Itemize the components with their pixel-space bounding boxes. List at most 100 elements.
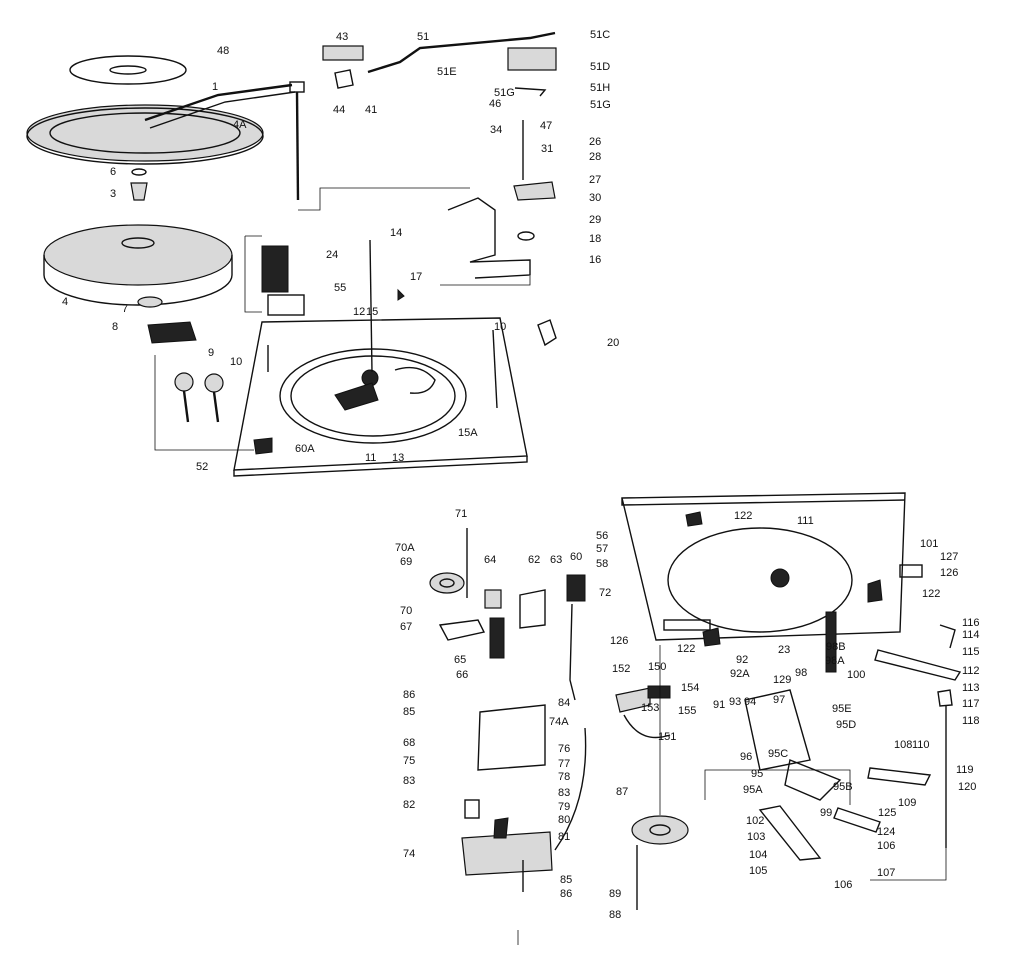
- callout-4a: 4A: [233, 119, 247, 131]
- part-122-top: [685, 511, 703, 527]
- callout-98a: 98A: [825, 655, 845, 667]
- callout-83b: 83: [558, 787, 570, 799]
- callout-117: 117: [962, 698, 980, 710]
- part-17: [397, 288, 405, 301]
- part-112-lever: [874, 649, 962, 681]
- part-4a-ribs: [49, 112, 241, 154]
- part-52-base-edge: [233, 456, 528, 477]
- part-108-lever: [867, 767, 932, 786]
- callout-16: 16: [589, 254, 601, 266]
- part-67-plate: [438, 619, 486, 641]
- callout-51g-l: 51G: [494, 87, 515, 99]
- callout-104: 104: [749, 849, 767, 861]
- callout-87: 87: [616, 786, 628, 798]
- callout-72: 72: [599, 587, 611, 599]
- callout-106b: 106: [834, 879, 852, 891]
- callout-100: 100: [847, 669, 865, 681]
- callout-151: 151: [658, 731, 676, 743]
- callout-83a: 83: [403, 775, 415, 787]
- callout-10a: 10: [230, 356, 242, 368]
- callout-65: 65: [454, 654, 466, 666]
- part-87-hub: [649, 824, 671, 836]
- callout-95c: 95C: [768, 748, 788, 760]
- part-152-switch: [615, 687, 651, 713]
- callout-79: 79: [558, 801, 570, 813]
- part-99-arm: [833, 807, 881, 833]
- callout-69: 69: [400, 556, 412, 568]
- callout-62: 62: [528, 554, 540, 566]
- callout-81: 81: [558, 831, 570, 843]
- callout-8: 8: [112, 321, 118, 333]
- callout-103: 103: [747, 831, 765, 843]
- callout-155: 155: [678, 705, 696, 717]
- callout-60: 60: [570, 551, 582, 563]
- callout-95a: 95A: [743, 784, 763, 796]
- callout-85b: 85: [560, 874, 572, 886]
- callout-18: 18: [589, 233, 601, 245]
- part-126-upper: [899, 564, 923, 578]
- callout-10b: 10: [494, 321, 506, 333]
- part-6: [131, 168, 147, 176]
- callout-48: 48: [217, 45, 229, 57]
- callout-84: 84: [558, 697, 570, 709]
- callout-129: 129: [773, 674, 791, 686]
- part-24-coil: [261, 245, 289, 293]
- callout-51g-r: 51G: [590, 99, 611, 111]
- callout-41: 41: [365, 104, 377, 116]
- callout-111: 111: [797, 515, 814, 527]
- part-87-cam: [631, 815, 689, 845]
- part-69-hole: [439, 578, 455, 588]
- callout-47: 47: [540, 120, 552, 132]
- motor-assembly: [429, 528, 587, 892]
- lead-line-c: [154, 355, 254, 451]
- callout-80: 80: [558, 814, 570, 826]
- part-51d-cartridge: [507, 47, 557, 71]
- part-27-lift: [513, 181, 556, 201]
- callout-66: 66: [456, 669, 468, 681]
- lead-line-a: [298, 187, 470, 211]
- part-48-disc: [69, 55, 187, 85]
- callout-96: 96: [740, 751, 752, 763]
- callout-75: 75: [403, 755, 415, 767]
- callout-97: 97: [773, 694, 785, 706]
- callout-95e: 95E: [832, 703, 852, 715]
- lead-line-d: [440, 276, 531, 286]
- base-plate-underside: [621, 492, 906, 641]
- part-8-bracket: [147, 321, 197, 344]
- part-18-washer: [517, 231, 535, 241]
- part-65-spring: [489, 617, 505, 659]
- callout-95: 95: [751, 768, 763, 780]
- part-74a-lead: [554, 727, 587, 851]
- base-plate-cutout: [667, 527, 853, 633]
- callout-77: 77: [558, 758, 570, 770]
- callout-110: 110: [912, 739, 930, 751]
- callout-70: 70: [400, 605, 412, 617]
- lead-line-f: [704, 769, 851, 805]
- callout-56: 56: [596, 530, 608, 542]
- part-4-center: [121, 237, 155, 249]
- callout-94: 94: [744, 696, 756, 708]
- callout-7: 7: [122, 303, 128, 315]
- callout-30: 30: [589, 192, 601, 204]
- callout-120: 120: [958, 781, 976, 793]
- callout-124: 124: [877, 826, 895, 838]
- part-51h: [514, 87, 547, 97]
- part-52-base-plate: [233, 317, 528, 471]
- callout-78: 78: [558, 771, 570, 783]
- part-81: [493, 817, 509, 839]
- callout-88: 88: [609, 909, 621, 921]
- callout-74a: 74A: [549, 716, 569, 728]
- part-151-wire: [623, 714, 671, 739]
- callout-86b: 86: [560, 888, 572, 900]
- center-hub: [770, 568, 790, 588]
- callout-67: 67: [400, 621, 412, 633]
- part-126-lower: [663, 619, 711, 631]
- callout-12: 12: [353, 306, 365, 318]
- part-4-platter-side: [43, 255, 233, 306]
- part-82: [464, 799, 480, 819]
- callout-92: 92: [736, 654, 748, 666]
- lead-line-b: [244, 235, 262, 313]
- callout-28: 28: [589, 151, 601, 163]
